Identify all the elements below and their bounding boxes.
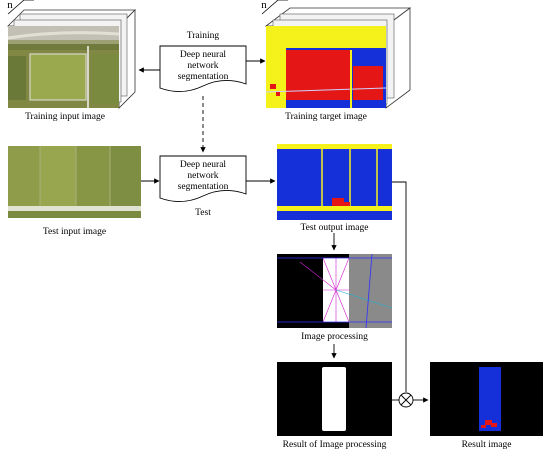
dnn-process-box-training (159, 45, 247, 92)
process-box-test-line2: network (187, 171, 219, 181)
label-training-target: Training target image (285, 112, 367, 122)
label-test-input: Test input image (42, 227, 107, 237)
stack-marker-training: n (7, 0, 13, 11)
label-result-image: Result image (461, 440, 512, 450)
stack-marker-target: n (261, 0, 267, 11)
training-target-stack (261, 0, 412, 109)
result-processing-image (277, 362, 392, 436)
label-training-input: Training input image (25, 112, 105, 122)
label-test: Test (195, 208, 211, 218)
result-image (430, 362, 543, 436)
training-target-image (265, 26, 387, 108)
label-result-processing: Result of Image processing (282, 440, 387, 450)
process-box-training-line3: segmentation (177, 72, 229, 82)
image-processing-image (277, 253, 393, 329)
process-box-test-line1: Deep neural (179, 160, 227, 170)
label-training: Training (186, 31, 220, 41)
training-input-image (7, 26, 120, 108)
connector-output-to-multiply (392, 181, 407, 392)
label-test-output: Test output image (300, 223, 369, 233)
test-output-image (277, 144, 392, 220)
test-input-image (8, 146, 141, 218)
process-box-test-line3: segmentation (177, 182, 229, 192)
training-input-stack (7, 0, 136, 109)
process-box-training-line2: network (187, 61, 219, 71)
dnn-process-box-test (159, 155, 247, 202)
process-box-training-line1: Deep neural (179, 50, 227, 60)
label-image-processing: Image processing (301, 332, 368, 342)
